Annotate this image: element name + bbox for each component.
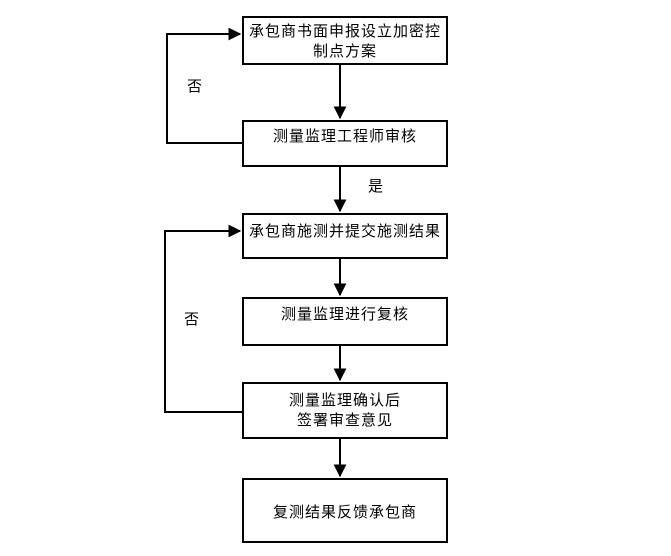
flow-node-feedback-result: 复测结果反馈承包商 bbox=[242, 478, 448, 543]
node-text-line: 测量监理进行复核 bbox=[280, 305, 409, 323]
edge-label-no-review: 否 bbox=[187, 77, 203, 95]
flow-node-engineer-review: 测量监理工程师审核 bbox=[242, 120, 448, 167]
node-text-line: 承包商施测并提交施测结果 bbox=[248, 222, 441, 240]
flow-node-contractor-survey: 承包商施测并提交施测结果 bbox=[242, 213, 448, 259]
arrow-loop-node2-to-node1 bbox=[166, 27, 242, 144]
edge-label-yes-review: 是 bbox=[368, 177, 384, 195]
node-text-line: 承包商书面申报设立加密控 bbox=[248, 22, 441, 40]
node-text-line: 测量监理工程师审核 bbox=[272, 127, 417, 145]
node-text-line: 签署审查意见 bbox=[296, 411, 393, 429]
node-text-line: 制点方案 bbox=[312, 42, 377, 60]
flow-node-declare-plan: 承包商书面申报设立加密控 制点方案 bbox=[242, 16, 448, 65]
node-text-line: 测量监理确认后 bbox=[288, 391, 401, 409]
edge-label-no-recheck: 否 bbox=[184, 310, 200, 328]
flow-node-supervision-recheck: 测量监理进行复核 bbox=[242, 297, 448, 346]
node-text-line: 复测结果反馈承包商 bbox=[272, 503, 417, 521]
flow-node-confirm-sign: 测量监理确认后 签署审查意见 bbox=[242, 382, 448, 439]
arrow-loop-node5-to-node3 bbox=[164, 224, 242, 413]
